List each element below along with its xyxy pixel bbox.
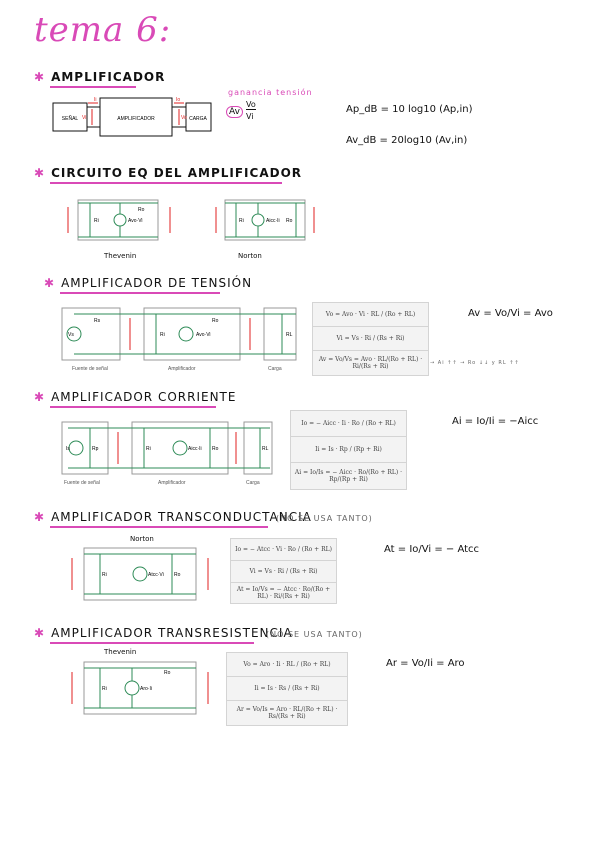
equation: Vi = Vs · Ri / (Rs + Ri) <box>313 327 428 351</box>
current-equations-table: Io = − Aicc · Ii · Ro / (Ro + RL) Ii = I… <box>290 410 407 490</box>
ro-label: Ro <box>212 446 219 452</box>
thevenin-label: Thevenin <box>104 252 137 260</box>
equation: At = Io/Vs = − Atcc · Ro/(Ro + RL) · Ri/… <box>236 586 331 600</box>
heading-underline <box>50 642 254 644</box>
equation: Ar = Vo/Is = Aro · RL/(Ro + RL) · Rs/(Rs… <box>236 706 338 720</box>
ri-label: Ri <box>160 332 165 338</box>
equation: Ii = Is · Rp / (Rp + Ri) <box>291 437 406 463</box>
gain-num: Vo <box>246 100 256 110</box>
caption-source: Fuente de señal <box>64 480 100 486</box>
heading-underline <box>50 182 282 184</box>
ap-db-formula: Ap_dB = 10 log10 (Ap,in) <box>346 104 473 115</box>
section-heading-corriente: ✱AMPLIFICADOR CORRIENTE <box>34 390 237 404</box>
gain-den: Vi <box>246 112 254 121</box>
thevenin-label: Thevenin <box>104 648 137 656</box>
section-heading-circuito: ✱CIRCUITO EQ DEL AMPLIFICADOR <box>34 166 303 180</box>
caption-amp: Amplificador <box>168 366 196 372</box>
norton-circuit: Ri Aicc·Ii Ro <box>215 199 315 241</box>
ro-label: Ro <box>164 670 171 676</box>
voltage-gain-result: Av = Vo/Vi = Avo <box>468 308 553 319</box>
is-label: Is <box>66 446 70 452</box>
usage-note: (NO SE USA TANTO) <box>266 630 363 639</box>
block-signal-label: SEÑAL <box>62 115 79 122</box>
transresistance-result: Ar = Vo/Ii = Aro <box>386 658 465 669</box>
star-icon: ✱ <box>34 390 46 404</box>
equation: Av = Vo/Vs = Avo · RL/(Ro + RL) · Ri/(Rs… <box>318 356 423 370</box>
arrow-note: → Ai ↑↑ → Ro ↓↓ y RL ↑↑ <box>430 360 520 366</box>
usage-note: (NO SE USA TANTO) <box>276 514 373 523</box>
norton-label: Norton <box>130 535 154 543</box>
current-gain-result: Ai = Io/Ii = −Aicc <box>452 416 539 427</box>
transresistance-equations-table: Vo = Aro · Ii · RL / (Ro + RL) Ii = Is ·… <box>226 652 348 726</box>
section-heading-tension: ✱AMPLIFICADOR DE TENSIÓN <box>44 276 253 290</box>
v-out-label: Vo <box>181 115 187 121</box>
transresistance-circuit: Ri Aro·Ii Ro <box>71 661 209 715</box>
amplifier-block-diagram: SEÑAL AMPLIFICADOR CARGA Ii Io Vi Vo <box>52 97 212 137</box>
i-in-label: Ii <box>94 97 97 103</box>
src-label: Atcc·Vi <box>148 572 164 578</box>
heading-underline <box>50 526 268 528</box>
transconductance-equations-table: Io = − Atcc · Vi · Ro / (Ro + RL) Vi = V… <box>230 538 337 604</box>
caption-load: Carga <box>246 480 260 486</box>
equation: Ii = Is · Rs / (Rs + Ri) <box>227 677 347 701</box>
star-icon: ✱ <box>34 166 46 180</box>
ri-label: Ri <box>102 686 107 692</box>
block-load-label: CARGA <box>189 116 207 122</box>
caption-source: Fuente de señal <box>72 366 108 372</box>
equation: Vo = Avo · Vi · RL / (Ro + RL) <box>313 303 428 327</box>
ri-label: Ri <box>146 446 151 452</box>
star-icon: ✱ <box>34 70 46 84</box>
star-icon: ✱ <box>44 276 56 290</box>
section-heading-transresistencia: ✱AMPLIFICADOR TRANSRESISTENCIA <box>34 626 293 640</box>
gain-lhs: Av <box>226 106 243 118</box>
rs-label: Rs <box>94 318 101 324</box>
transconductance-result: At = Io/Vi = − Atcc <box>384 544 480 555</box>
gain-note: ganancia tensión <box>228 88 313 97</box>
heading-underline <box>50 86 136 88</box>
star-icon: ✱ <box>34 510 46 524</box>
src-label: Aicc·Ii <box>188 446 202 452</box>
caption-amp: Amplificador <box>158 480 186 486</box>
equation: Ai = Io/Is = − Aicc · Ro/(Ro + RL) · Rp/… <box>294 469 403 483</box>
equation: Vi = Vs · Ri / (Rs + Ri) <box>231 561 336 583</box>
src-label: Aro·Ii <box>140 686 152 692</box>
ri-label: Ri <box>94 218 99 224</box>
src-label: Avo·Vi <box>196 332 211 338</box>
section-heading-amplificador: ✱AMPLIFICADOR <box>34 70 166 84</box>
no-src-label: Aicc·Ii <box>266 218 280 224</box>
equation: Io = − Atcc · Vi · Ro / (Ro + RL) <box>231 539 336 561</box>
voltage-equations-table: Vo = Avo · Vi · RL / (Ro + RL) Vi = Vs ·… <box>312 302 429 376</box>
heading-underline <box>50 406 216 408</box>
ri-label: Ri <box>239 218 244 224</box>
av-db-formula: Av_dB = 20log10 (Av,in) <box>346 135 468 146</box>
rl-label: RL <box>286 332 293 338</box>
voltage-amp-circuit: Vs Rs Ri Avo·Vi Ro RL Fuente de señal Am… <box>61 307 297 372</box>
v-in-label: Vi <box>82 115 86 121</box>
ro-label: Ro <box>174 572 181 578</box>
gain-formula: Av Vo Vi <box>226 100 258 121</box>
equation: Vo = Aro · Ii · RL / (Ro + RL) <box>227 653 347 677</box>
vs-label: Vs <box>68 332 74 338</box>
section-heading-transconductancia: ✱AMPLIFICADOR TRANSCONDUCTANCIA <box>34 510 312 524</box>
norton-label: Norton <box>238 252 262 260</box>
rl-label: RL <box>262 446 269 452</box>
th-src-label: Avo·Vi <box>128 218 143 224</box>
ro-label: Ro <box>286 218 293 224</box>
block-amp-label: AMPLIFICADOR <box>117 116 155 122</box>
caption-load: Carga <box>268 366 282 372</box>
current-amp-circuit: Is Rp Ri Aicc·Ii Ro RL Fuente de señal A… <box>61 421 273 486</box>
rp-label: Rp <box>92 446 99 452</box>
heading-underline <box>60 292 220 294</box>
thevenin-circuit: Ri Avo·Vi Ro <box>67 199 171 241</box>
ro-label: Ro <box>212 318 219 324</box>
equation: Io = − Aicc · Ii · Ro / (Ro + RL) <box>291 411 406 437</box>
transconductance-circuit: Ri Atcc·Vi Ro <box>71 547 209 601</box>
star-icon: ✱ <box>34 626 46 640</box>
ro-label: Ro <box>138 207 145 213</box>
page-title: tema 6: <box>34 10 172 50</box>
ri-label: Ri <box>102 572 107 578</box>
i-out-label: Io <box>176 97 180 103</box>
